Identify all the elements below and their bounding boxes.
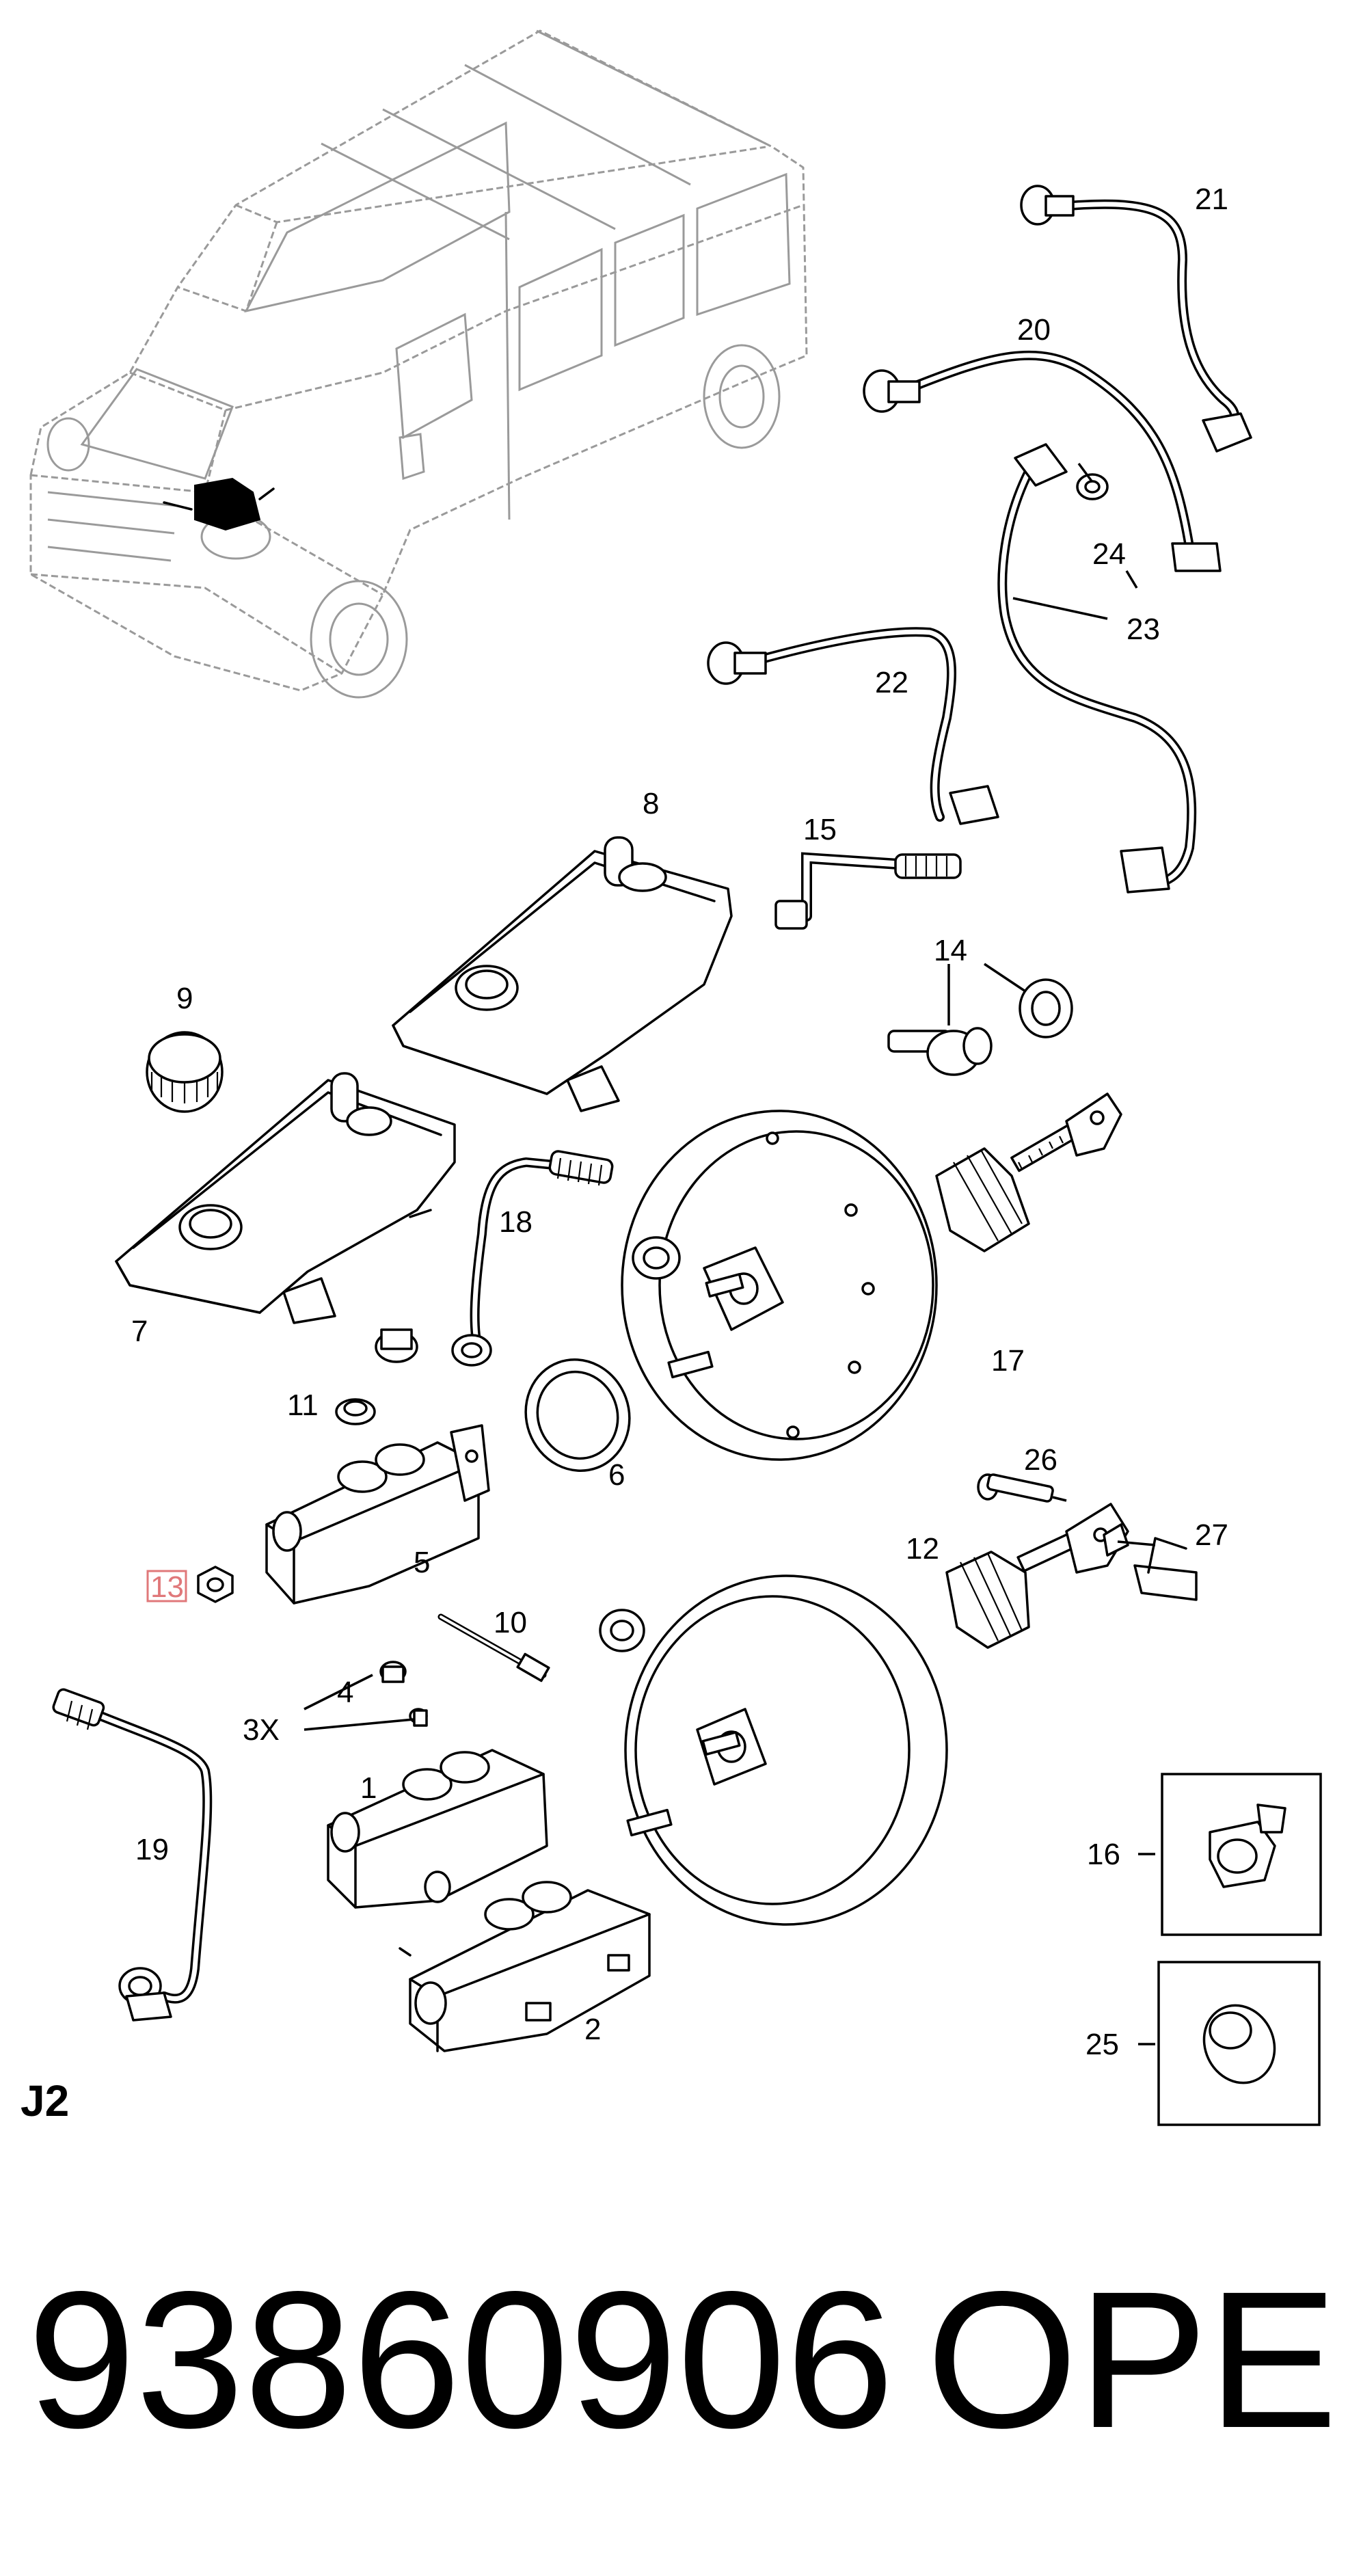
- brand-name: OPEL: [926, 2251, 1348, 2469]
- section-label: J2: [21, 2076, 69, 2125]
- callout-27: 27: [1195, 1518, 1228, 1552]
- callout-13: 13: [150, 1570, 184, 1604]
- callout-18: 18: [499, 1205, 533, 1239]
- part-4-bolt: [379, 1661, 428, 1727]
- part-10-push-rod: [437, 1613, 550, 1682]
- part-8-reservoir: [392, 836, 733, 1112]
- callout-17: 17: [991, 1344, 1025, 1378]
- callout-16: 16: [1087, 1838, 1120, 1871]
- inset-box-16: [1161, 1773, 1322, 1936]
- callout-12: 12: [906, 1532, 939, 1566]
- callout-14: 14: [934, 934, 967, 967]
- part-24-grommet: [1076, 473, 1109, 500]
- part-22-brake-pipe: [707, 627, 999, 825]
- part-14-vacuum-connector: [887, 978, 1073, 1076]
- callout-25: 25: [1086, 2028, 1119, 2061]
- callout-3x: 3X: [243, 1713, 280, 1747]
- callout-20: 20: [1017, 313, 1051, 347]
- part-2-master-cylinder: [399, 1881, 651, 2052]
- callout-10: 10: [494, 1606, 527, 1639]
- part-17-brake-booster: [621, 1092, 1122, 1461]
- part-6-seal-ring: [524, 1358, 631, 1472]
- part-15-hose: [774, 852, 962, 930]
- part-12-brake-booster: [599, 1503, 1129, 1926]
- part-11-grommet: [335, 1328, 418, 1425]
- callout-labels: 21 20 24 23 22 8 15 14 9 18 7 17 11 6 26…: [131, 183, 1228, 2061]
- part-9-reservoir-cap: [146, 1031, 224, 1113]
- callout-11: 11: [287, 1388, 319, 1422]
- callout-24: 24: [1092, 537, 1126, 571]
- callout-8: 8: [643, 787, 659, 820]
- part-13-nut: [197, 1566, 234, 1603]
- part-20-brake-pipe: [863, 350, 1222, 572]
- part-5-master-cylinder: [265, 1424, 490, 1605]
- callout-13-highlight-box: [146, 1570, 187, 1602]
- part-23-brake-pipe: [997, 443, 1197, 894]
- callout-22: 22: [875, 666, 908, 699]
- part-1-master-cylinder: [327, 1749, 548, 1909]
- callout-1: 1: [360, 1771, 377, 1805]
- part-26-pin: [977, 1473, 1054, 1503]
- part-21-brake-pipe: [1020, 185, 1252, 453]
- part-27-clip: [1133, 1537, 1198, 1601]
- part-7-reservoir: [115, 1072, 456, 1324]
- leader-lines: [304, 462, 1156, 2045]
- callout-7: 7: [131, 1315, 148, 1348]
- part-19-brake-pipe: [52, 1688, 213, 2022]
- callout-23: 23: [1127, 613, 1160, 646]
- callout-26: 26: [1024, 1443, 1057, 1477]
- callout-5: 5: [414, 1546, 430, 1579]
- callout-6: 6: [608, 1458, 625, 1492]
- part-18-hose: [451, 1150, 614, 1367]
- callout-2: 2: [584, 2013, 601, 2046]
- van-illustration: [29, 29, 808, 699]
- callout-4: 4: [337, 1676, 353, 1709]
- callout-21: 21: [1195, 183, 1228, 216]
- callout-15: 15: [803, 813, 837, 846]
- part-number: 93860906: [27, 2251, 894, 2469]
- inset-box-25: [1157, 1961, 1321, 2126]
- callout-19: 19: [135, 1833, 169, 1866]
- callout-9: 9: [176, 982, 193, 1015]
